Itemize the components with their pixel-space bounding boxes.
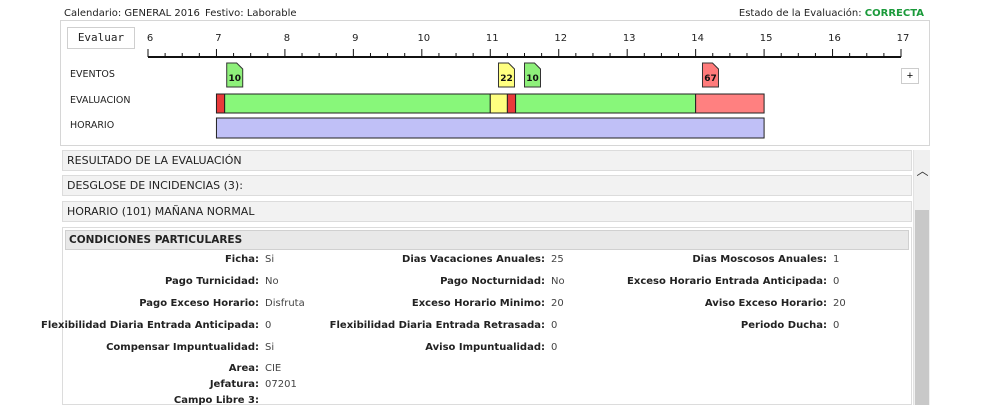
- field-value: 1: [833, 254, 840, 265]
- evaluacion-segment: [215, 93, 226, 114]
- expand-plus-button[interactable]: +: [901, 68, 919, 84]
- evento-label: 67: [704, 74, 717, 84]
- scroll-up-icon[interactable]: ︿: [916, 164, 929, 178]
- field-label: Aviso Impuntualidad:: [425, 342, 545, 353]
- evento-label: 22: [500, 74, 513, 84]
- axis-tick-label: 13: [623, 33, 636, 44]
- top-status-bar: Calendario: GENERAL 2016 Festivo: Labora…: [0, 0, 990, 20]
- festivo-text: Festivo: Laborable: [205, 8, 297, 19]
- axis-tick-label: 10: [417, 33, 430, 44]
- field-label: Pago Nocturnidad:: [440, 276, 545, 287]
- field-label: Dias Moscosos Anuales:: [692, 254, 827, 265]
- field-value: 07201: [265, 379, 297, 390]
- field-label: Flexibilidad Diaria Entrada Retrasada:: [329, 320, 545, 331]
- horario-bar: [215, 117, 765, 139]
- field-label: Dias Vacaciones Anuales:: [402, 254, 545, 265]
- field-label: Compensar Impuntualidad:: [106, 342, 259, 353]
- field-value: 0: [833, 276, 840, 287]
- axis-tick-label: 16: [828, 33, 841, 44]
- scroll-thumb[interactable]: [915, 210, 929, 405]
- evento-label: 10: [526, 74, 539, 84]
- field-label: Ficha:: [224, 254, 259, 265]
- field-value: 20: [833, 298, 846, 309]
- evento-label: 10: [228, 74, 241, 84]
- estado-evaluacion: Estado de la Evaluación: CORRECTA: [739, 8, 924, 19]
- row-label-evaluacion: EVALUACION: [70, 95, 131, 106]
- section-horario[interactable]: HORARIO (101) MAÑANA NORMAL: [62, 201, 912, 222]
- estado-value: CORRECTA: [864, 8, 924, 19]
- evaluacion-segment: [506, 93, 517, 114]
- evento-flag: [701, 62, 719, 88]
- sections-panel: RESULTADO DE LA EVALUACIÓN DESGLOSE DE I…: [41, 150, 930, 405]
- row-label-eventos: EVENTOS: [70, 69, 115, 80]
- vertical-scrollbar[interactable]: ︿: [913, 150, 930, 405]
- axis-tick-label: 15: [760, 33, 773, 44]
- field-value: 20: [551, 298, 564, 309]
- axis-tick-label: 14: [691, 33, 704, 44]
- evento-flag: [524, 62, 541, 88]
- field-label: Pago Exceso Horario:: [139, 298, 259, 309]
- axis-tick-label: 8: [284, 33, 290, 44]
- axis-tick-label: 17: [897, 33, 910, 44]
- field-value: CIE: [265, 363, 282, 374]
- axis-tick-label: 11: [486, 33, 499, 44]
- evaluacion-segment: [695, 93, 765, 114]
- field-label: Jefatura:: [209, 379, 259, 390]
- field-value: Si: [265, 342, 275, 353]
- field-label: Pago Turnicidad:: [164, 276, 259, 287]
- evaluar-button[interactable]: Evaluar: [67, 27, 135, 49]
- field-value: 0: [551, 342, 558, 353]
- axis-tick-label: 6: [147, 33, 153, 44]
- evaluacion-segment: [489, 93, 508, 114]
- field-value: Si: [265, 254, 275, 265]
- axis-tick-label: 7: [215, 33, 221, 44]
- field-label: Campo Libre 3:: [173, 395, 259, 405]
- field-label: Flexibilidad Diaria Entrada Anticipada:: [40, 320, 259, 331]
- field-value: 0: [833, 320, 840, 331]
- calendario-text: Calendario: GENERAL 2016: [64, 8, 200, 19]
- section-desglose[interactable]: DESGLOSE DE INCIDENCIAS (3):: [62, 175, 912, 196]
- field-label: Aviso Exceso Horario:: [704, 298, 827, 309]
- evaluacion-segment: [515, 93, 697, 114]
- section-condiciones[interactable]: CONDICIONES PARTICULARES: [65, 230, 909, 250]
- field-label: Exceso Horario Minimo:: [411, 298, 545, 309]
- field-value: 25: [551, 254, 564, 265]
- axis-tick-label: 9: [352, 33, 358, 44]
- field-value: Disfruta: [265, 298, 305, 309]
- field-value: 0: [551, 320, 558, 331]
- section-resultado[interactable]: RESULTADO DE LA EVALUACIÓN: [62, 150, 912, 171]
- field-label: Area:: [228, 363, 259, 374]
- estado-label: Estado de la Evaluación:: [738, 8, 862, 19]
- field-label: Exceso Horario Entrada Anticipada:: [627, 276, 827, 287]
- field-value: 0: [265, 320, 272, 331]
- axis-tick-label: 12: [554, 33, 567, 44]
- field-value: No: [265, 276, 279, 287]
- field-value: No: [551, 276, 565, 287]
- evento-flag: [226, 62, 244, 88]
- evaluacion-segment: [224, 93, 491, 114]
- row-label-horario: HORARIO: [70, 120, 115, 131]
- evento-flag: [497, 62, 515, 88]
- field-label: Periodo Ducha:: [740, 320, 827, 331]
